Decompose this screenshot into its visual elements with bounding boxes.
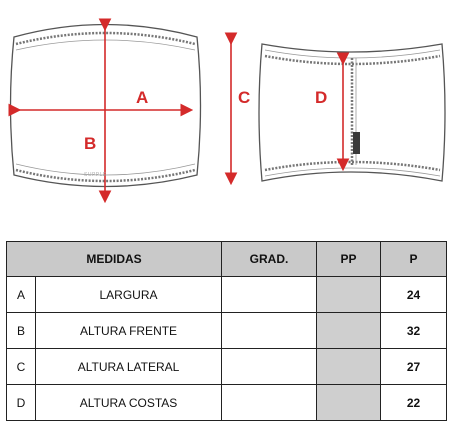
row-measure-name: ALTURA COSTAS: [35, 384, 222, 421]
header-p: P: [380, 241, 447, 277]
row-grade: [221, 312, 317, 349]
garment-sketch: [8, 18, 446, 204]
row-code: A: [6, 276, 36, 313]
measurements-table: MEDIDAS GRAD. PP P A LARGURA 24 B ALTURA…: [6, 241, 447, 421]
row-code: B: [6, 312, 36, 349]
header-grade: GRAD.: [221, 241, 317, 277]
row-measure-name: ALTURA LATERAL: [35, 348, 222, 385]
brand-mark: SUPPLE: [84, 172, 107, 178]
dimension-label-b: B: [84, 134, 97, 153]
garment-diagram: A B C D SUPPLE: [8, 18, 446, 204]
dimension-label-d: D: [315, 88, 328, 107]
row-p-value: 22: [380, 384, 447, 421]
row-code: C: [6, 348, 36, 385]
table-header-row: MEDIDAS GRAD. PP P: [6, 241, 447, 277]
row-pp: [316, 348, 381, 385]
row-pp: [316, 276, 381, 313]
row-measure-name: ALTURA FRENTE: [35, 312, 222, 349]
dimension-label-c: C: [238, 88, 251, 107]
header-measure: MEDIDAS: [6, 241, 222, 277]
row-grade: [221, 348, 317, 385]
row-measure-name: LARGURA: [35, 276, 222, 313]
table-row: D ALTURA COSTAS 22: [6, 384, 447, 421]
row-grade: [221, 384, 317, 421]
dimension-label-a: A: [136, 88, 149, 107]
header-pp: PP: [316, 241, 381, 277]
row-p-value: 24: [380, 276, 447, 313]
row-code: D: [6, 384, 36, 421]
row-p-value: 27: [380, 348, 447, 385]
dimension-lines: [8, 18, 350, 204]
table-row: C ALTURA LATERAL 27: [6, 348, 447, 385]
row-grade: [221, 276, 317, 313]
row-p-value: 32: [380, 312, 447, 349]
table-row: B ALTURA FRENTE 32: [6, 312, 447, 349]
row-pp: [316, 312, 381, 349]
back-panel: [258, 43, 446, 182]
table-row: A LARGURA 24: [6, 276, 447, 313]
row-pp: [316, 384, 381, 421]
